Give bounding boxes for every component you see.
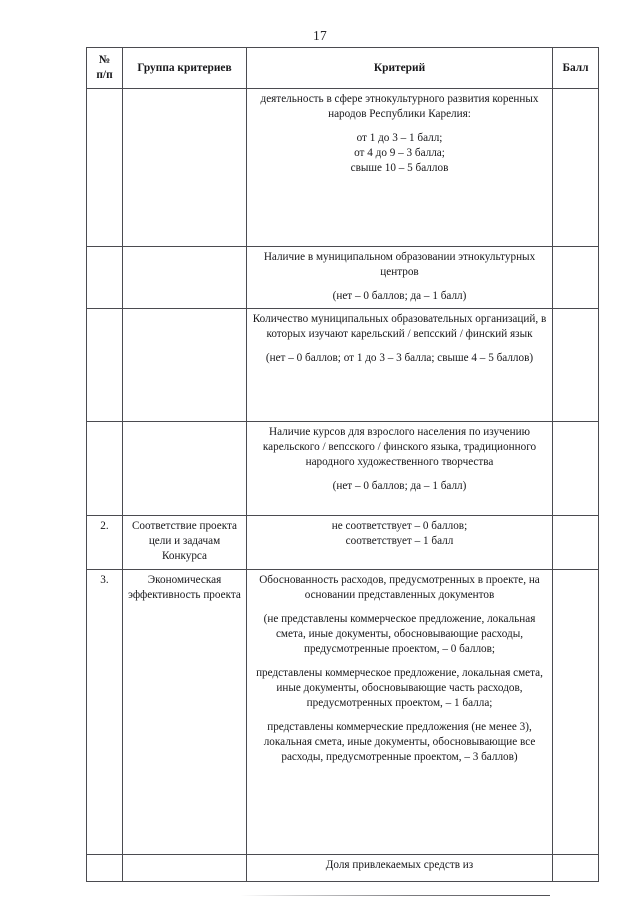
- criterion-paragraph: не соответствует – 0 баллов; соответству…: [331, 520, 468, 548]
- cell-criterion: Доля привлекаемых средств из: [246, 854, 553, 883]
- criterion-paragraph: (нет – 0 баллов; от 1 до 3 – 3 балла; св…: [265, 352, 534, 365]
- criterion-paragraph: (нет – 0 баллов; да – 1 балл): [332, 480, 467, 493]
- criterion-paragraph: Наличие курсов для взрослого населения п…: [262, 426, 537, 469]
- table-row: деятельность в сфере этнокультурного раз…: [86, 88, 599, 248]
- column-header-group: Группа критериев: [122, 46, 247, 90]
- criterion-paragraph: Обоснованность расходов, предусмотренных…: [259, 574, 540, 602]
- criterion-paragraph: (нет – 0 баллов; да – 1 балл): [332, 290, 467, 303]
- table-row: Наличие курсов для взрослого населения п…: [86, 421, 599, 517]
- scan-artifact-line: [240, 895, 550, 896]
- criterion-paragraph: Наличие в муниципальном образовании этно…: [263, 251, 536, 279]
- cell-criteria-group: Соответствие проекта цели и задачам Конк…: [122, 515, 247, 571]
- criterion-paragraph: (не представлены коммерческое предложени…: [263, 613, 536, 656]
- column-header-criterion: Критерий: [246, 46, 553, 90]
- cell-score: [552, 308, 599, 423]
- cell-criterion: Наличие в муниципальном образовании этно…: [246, 246, 553, 310]
- cell-score: [552, 569, 599, 856]
- cell-criterion: Количество муниципальных образовательных…: [246, 308, 553, 423]
- criterion-paragraph: деятельность в сфере этнокультурного раз…: [260, 93, 539, 121]
- cell-score: [552, 246, 599, 310]
- cell-criterion: не соответствует – 0 баллов; соответству…: [246, 515, 553, 571]
- table-row: 2.Соответствие проекта цели и задачам Ко…: [86, 515, 599, 571]
- criterion-paragraph: представлены коммерческое предложение, л…: [256, 667, 543, 710]
- criterion-paragraph: от 1 до 3 – 1 балл; от 4 до 9 – 3 балла;…: [350, 132, 449, 175]
- cell-number: [86, 308, 123, 423]
- table-body: деятельность в сфере этнокультурного раз…: [86, 88, 599, 883]
- cell-criteria-group: Экономическая эффективность проекта: [122, 569, 247, 856]
- cell-number: [86, 421, 123, 517]
- cell-score: [552, 854, 599, 883]
- cell-number: [86, 854, 123, 883]
- cell-criterion: Обоснованность расходов, предусмотренных…: [246, 569, 553, 856]
- cell-criteria-group: [122, 308, 247, 423]
- table-row: Наличие в муниципальном образовании этно…: [86, 246, 599, 310]
- table-header-row: № п/п Группа критериев Критерий Балл: [86, 46, 599, 90]
- table-header: № п/п Группа критериев Критерий Балл: [86, 46, 599, 90]
- cell-criteria-group: [122, 88, 247, 248]
- cell-criteria-group: [122, 854, 247, 883]
- table-row: Количество муниципальных образовательных…: [86, 308, 599, 423]
- criteria-table: № п/п Группа критериев Критерий Балл дея…: [86, 46, 599, 883]
- criterion-paragraph: Количество муниципальных образовательных…: [252, 313, 547, 341]
- criterion-paragraph: Доля привлекаемых средств из: [325, 859, 474, 872]
- column-header-score: Балл: [552, 46, 599, 90]
- cell-score: [552, 515, 599, 571]
- cell-criteria-group: [122, 421, 247, 517]
- cell-number: 2.: [86, 515, 123, 571]
- table-row: 3.Экономическая эффективность проекта Обо…: [86, 569, 599, 856]
- cell-score: [552, 88, 599, 248]
- table-row: Доля привлекаемых средств из: [86, 854, 599, 883]
- cell-number: 3.: [86, 569, 123, 856]
- page-number: 17: [313, 28, 327, 43]
- column-header-number: № п/п: [86, 46, 123, 90]
- cell-criterion: деятельность в сфере этнокультурного раз…: [246, 88, 553, 248]
- cell-criteria-group: [122, 246, 247, 310]
- criterion-paragraph: представлены коммерческие предложения (н…: [263, 721, 536, 764]
- cell-score: [552, 421, 599, 517]
- cell-number: [86, 88, 123, 248]
- cell-criterion: Наличие курсов для взрослого населения п…: [246, 421, 553, 517]
- cell-number: [86, 246, 123, 310]
